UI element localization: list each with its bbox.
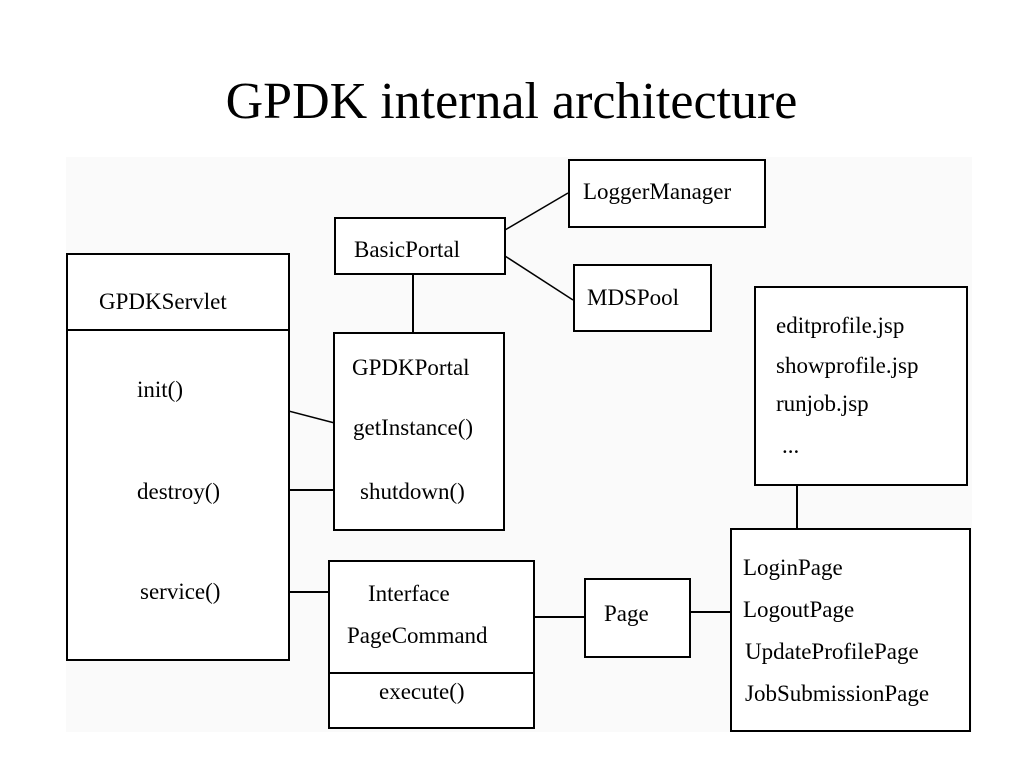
gpdk-portal-box: [333, 332, 505, 531]
basic-portal-label: BasicPortal: [354, 237, 461, 262]
page-command-method: execute(): [379, 679, 465, 704]
page-class-item: LogoutPage: [743, 597, 855, 622]
pages-box: [730, 528, 971, 732]
slide-title: GPDK internal architecture: [225, 73, 798, 130]
line-basicportal-mdspool: [504, 255, 574, 301]
mds-pool-box: [573, 264, 712, 332]
servlet-divider: [68, 329, 288, 331]
page-class-item: LoginPage: [743, 555, 843, 580]
page-class-item: UpdateProfilePage: [745, 639, 919, 664]
servlet-name: GPDKServlet: [99, 289, 227, 314]
servlet-method-service: service(): [140, 579, 221, 604]
logger-manager-box: [568, 159, 766, 228]
jsp-file-item: editprofile.jsp: [776, 313, 905, 338]
page-command-box: [328, 560, 535, 729]
page-command-line-1: Interface: [368, 581, 450, 606]
page-command-divider: [330, 672, 533, 674]
jsp-file-item: showprofile.jsp: [776, 353, 919, 378]
gpdk-portal-name: GPDKPortal: [352, 355, 470, 380]
logger-manager-label: LoggerManager: [583, 179, 732, 204]
gpdk-servlet-box: [66, 253, 290, 661]
line-basicportal-loggermanager: [504, 192, 569, 231]
gpdk-portal-method-shutdown: shutdown(): [360, 479, 465, 504]
page-box: [584, 578, 691, 658]
gpdk-portal-method-getinstance: getInstance(): [353, 415, 474, 440]
basic-portal-box: [334, 217, 506, 275]
page-command-line-2: PageCommand: [347, 623, 488, 648]
mds-pool-label: MDSPool: [587, 285, 680, 310]
jsp-file-item: ...: [782, 433, 800, 458]
jsp-files-box: [754, 286, 968, 486]
servlet-method-destroy: destroy(): [137, 479, 221, 504]
jsp-file-item: runjob.jsp: [776, 391, 869, 416]
servlet-method-init: init(): [137, 377, 183, 402]
page-label: Page: [604, 601, 649, 626]
page-class-item: JobSubmissionPage: [745, 681, 930, 706]
